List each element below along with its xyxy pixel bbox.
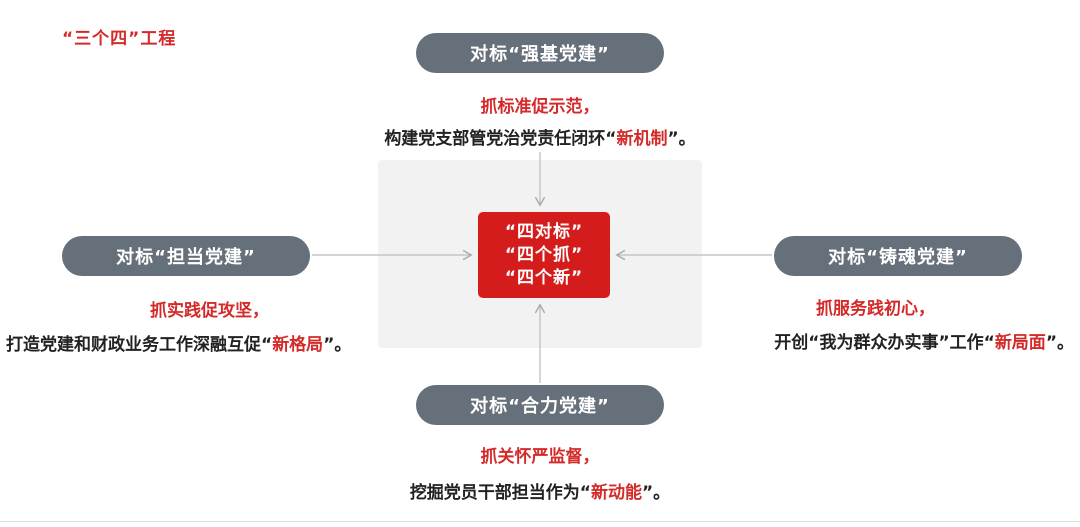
left-desc-pre: 打造党建和财政业务工作深融互促“ [6,335,273,355]
left-desc-post: ”。 [323,335,352,355]
right-action: 抓服务践初心， [816,299,935,319]
left-desc-highlight: 新格局 [272,335,324,355]
right-desc-pre: 开创“我为群众办实事”工作“ [774,333,995,353]
page-title: “三个四”工程 [62,29,177,49]
center-box: “四对标” “四个抓” “四个新” [478,212,610,298]
bottom-divider [0,521,1080,522]
top-desc-pre: 构建党支部管党治党责任闭环“ [384,129,617,149]
pill-bottom: 对标“合力党建” [416,385,664,425]
center-line-3: “四个新” [504,267,584,288]
bottom-action: 抓关怀严监督， [480,447,600,467]
left-description: 打造党建和财政业务工作深融互促“新格局”。 [6,330,351,355]
right-desc-highlight: 新局面 [994,333,1046,353]
left-action: 抓实践促攻坚， [150,301,269,321]
center-line-1: “四对标” [504,221,584,242]
bottom-desc-highlight: 新动能 [591,483,642,503]
bottom-desc-pre: 挖掘党员干部担当作为“ [409,483,591,503]
right-desc-post: ”。 [1045,333,1074,353]
top-action: 抓标准促示范， [480,97,600,117]
top-desc-highlight: 新机制 [616,129,668,149]
bottom-desc-post: ”。 [642,483,671,503]
top-description: 构建党支部管党治党责任闭环“新机制”。 [0,124,1080,149]
center-line-2: “四个抓” [504,244,584,265]
pill-top: 对标“强基党建” [416,33,664,73]
pill-left: 对标“担当党建” [62,236,310,276]
pill-right: 对标“铸魂党建” [774,236,1022,276]
bottom-description: 挖掘党员干部担当作为“新动能”。 [0,478,1080,503]
top-desc-post: ”。 [667,129,696,149]
right-description: 开创“我为群众办实事”工作“新局面”。 [774,328,1074,353]
